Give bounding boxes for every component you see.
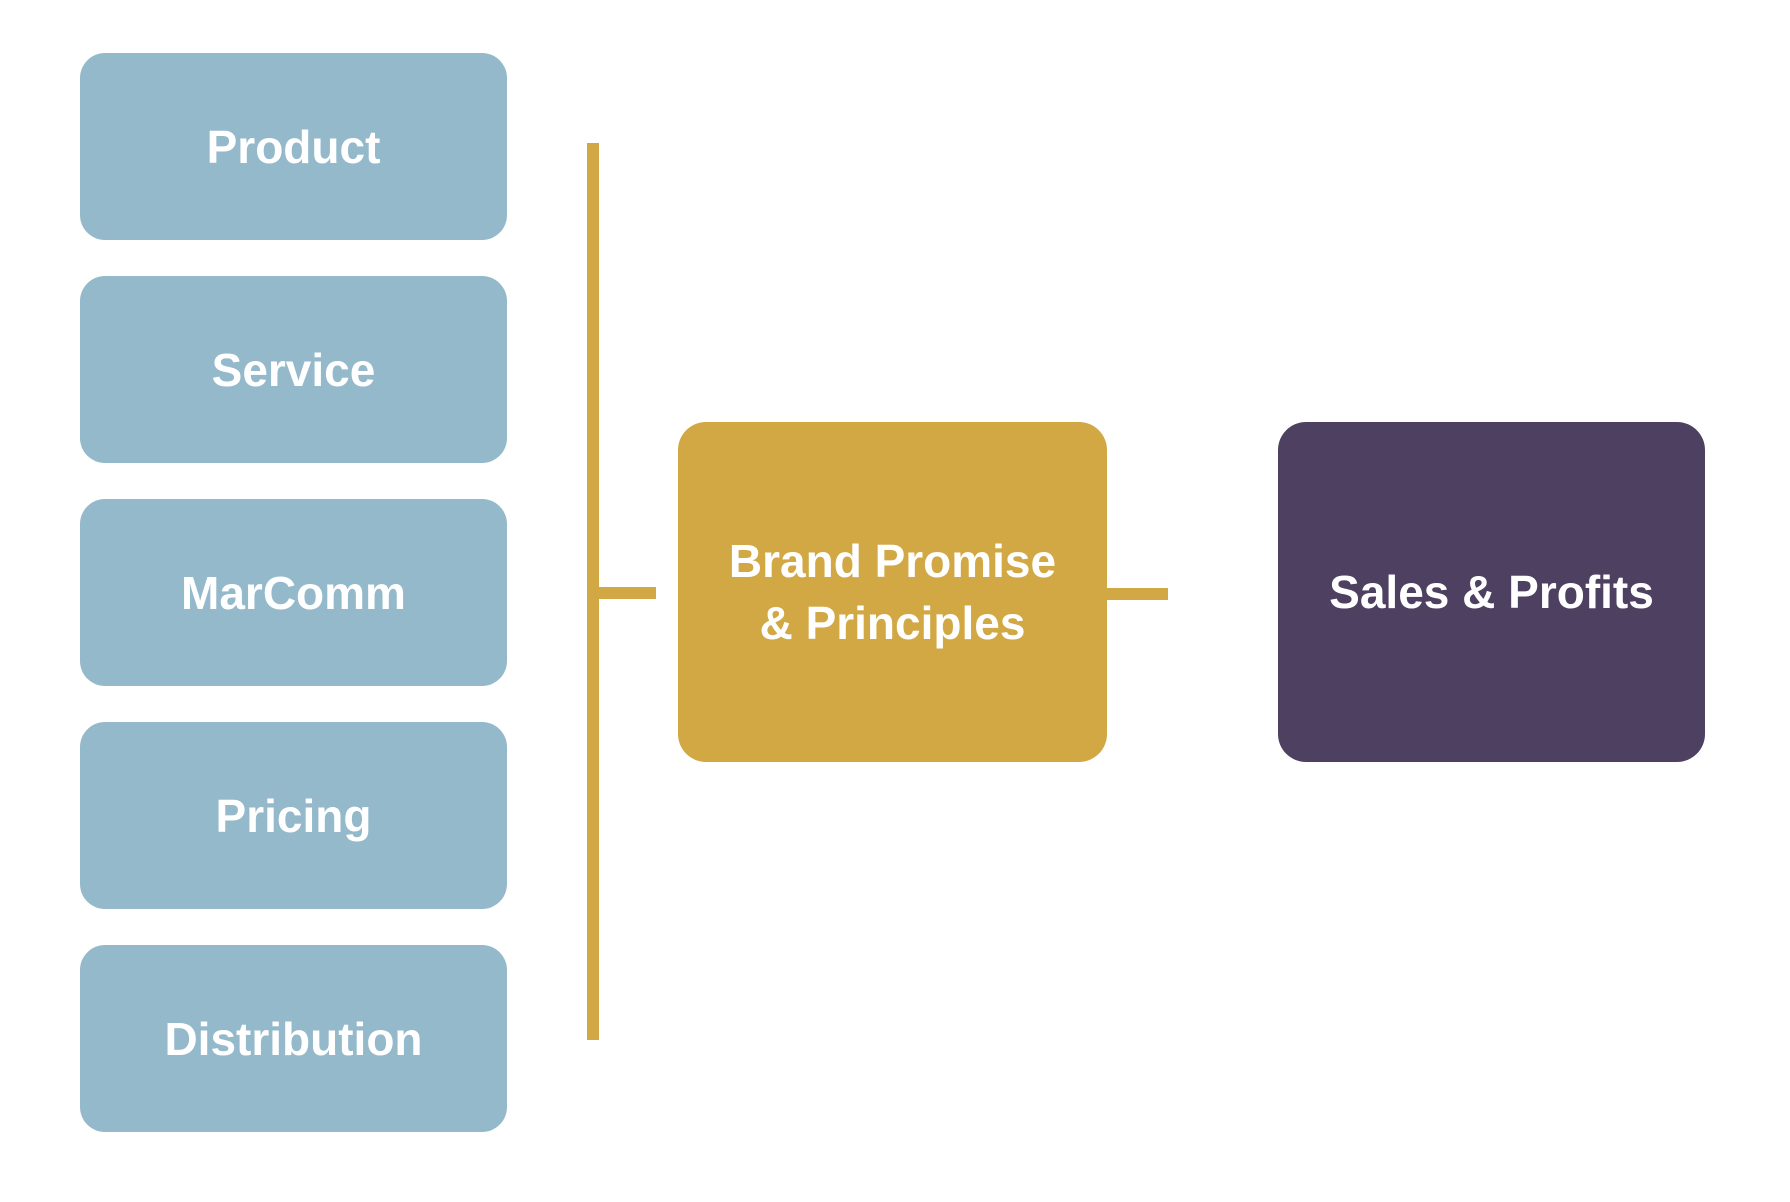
node-sales-profits: Sales & Profits [1278,422,1705,762]
node-sales-profits-label: Sales & Profits [1329,566,1654,618]
node-marcomm: MarComm [80,499,507,686]
node-product: Product [80,53,507,240]
node-marcomm-label: MarComm [181,566,406,619]
node-brand-promise-label: Brand Promise & Principles [728,535,1057,649]
node-pricing-label: Pricing [215,789,372,842]
connector-stub-to-result [1107,588,1168,600]
node-service-label: Service [211,343,376,396]
node-product-label: Product [206,120,381,173]
node-pricing: Pricing [80,722,507,909]
node-brand-promise: Brand Promise & Principles [678,422,1107,762]
node-distribution-label: Distribution [164,1012,423,1065]
connector-stub-to-center [587,587,656,599]
node-distribution: Distribution [80,945,507,1132]
node-service: Service [80,276,507,463]
